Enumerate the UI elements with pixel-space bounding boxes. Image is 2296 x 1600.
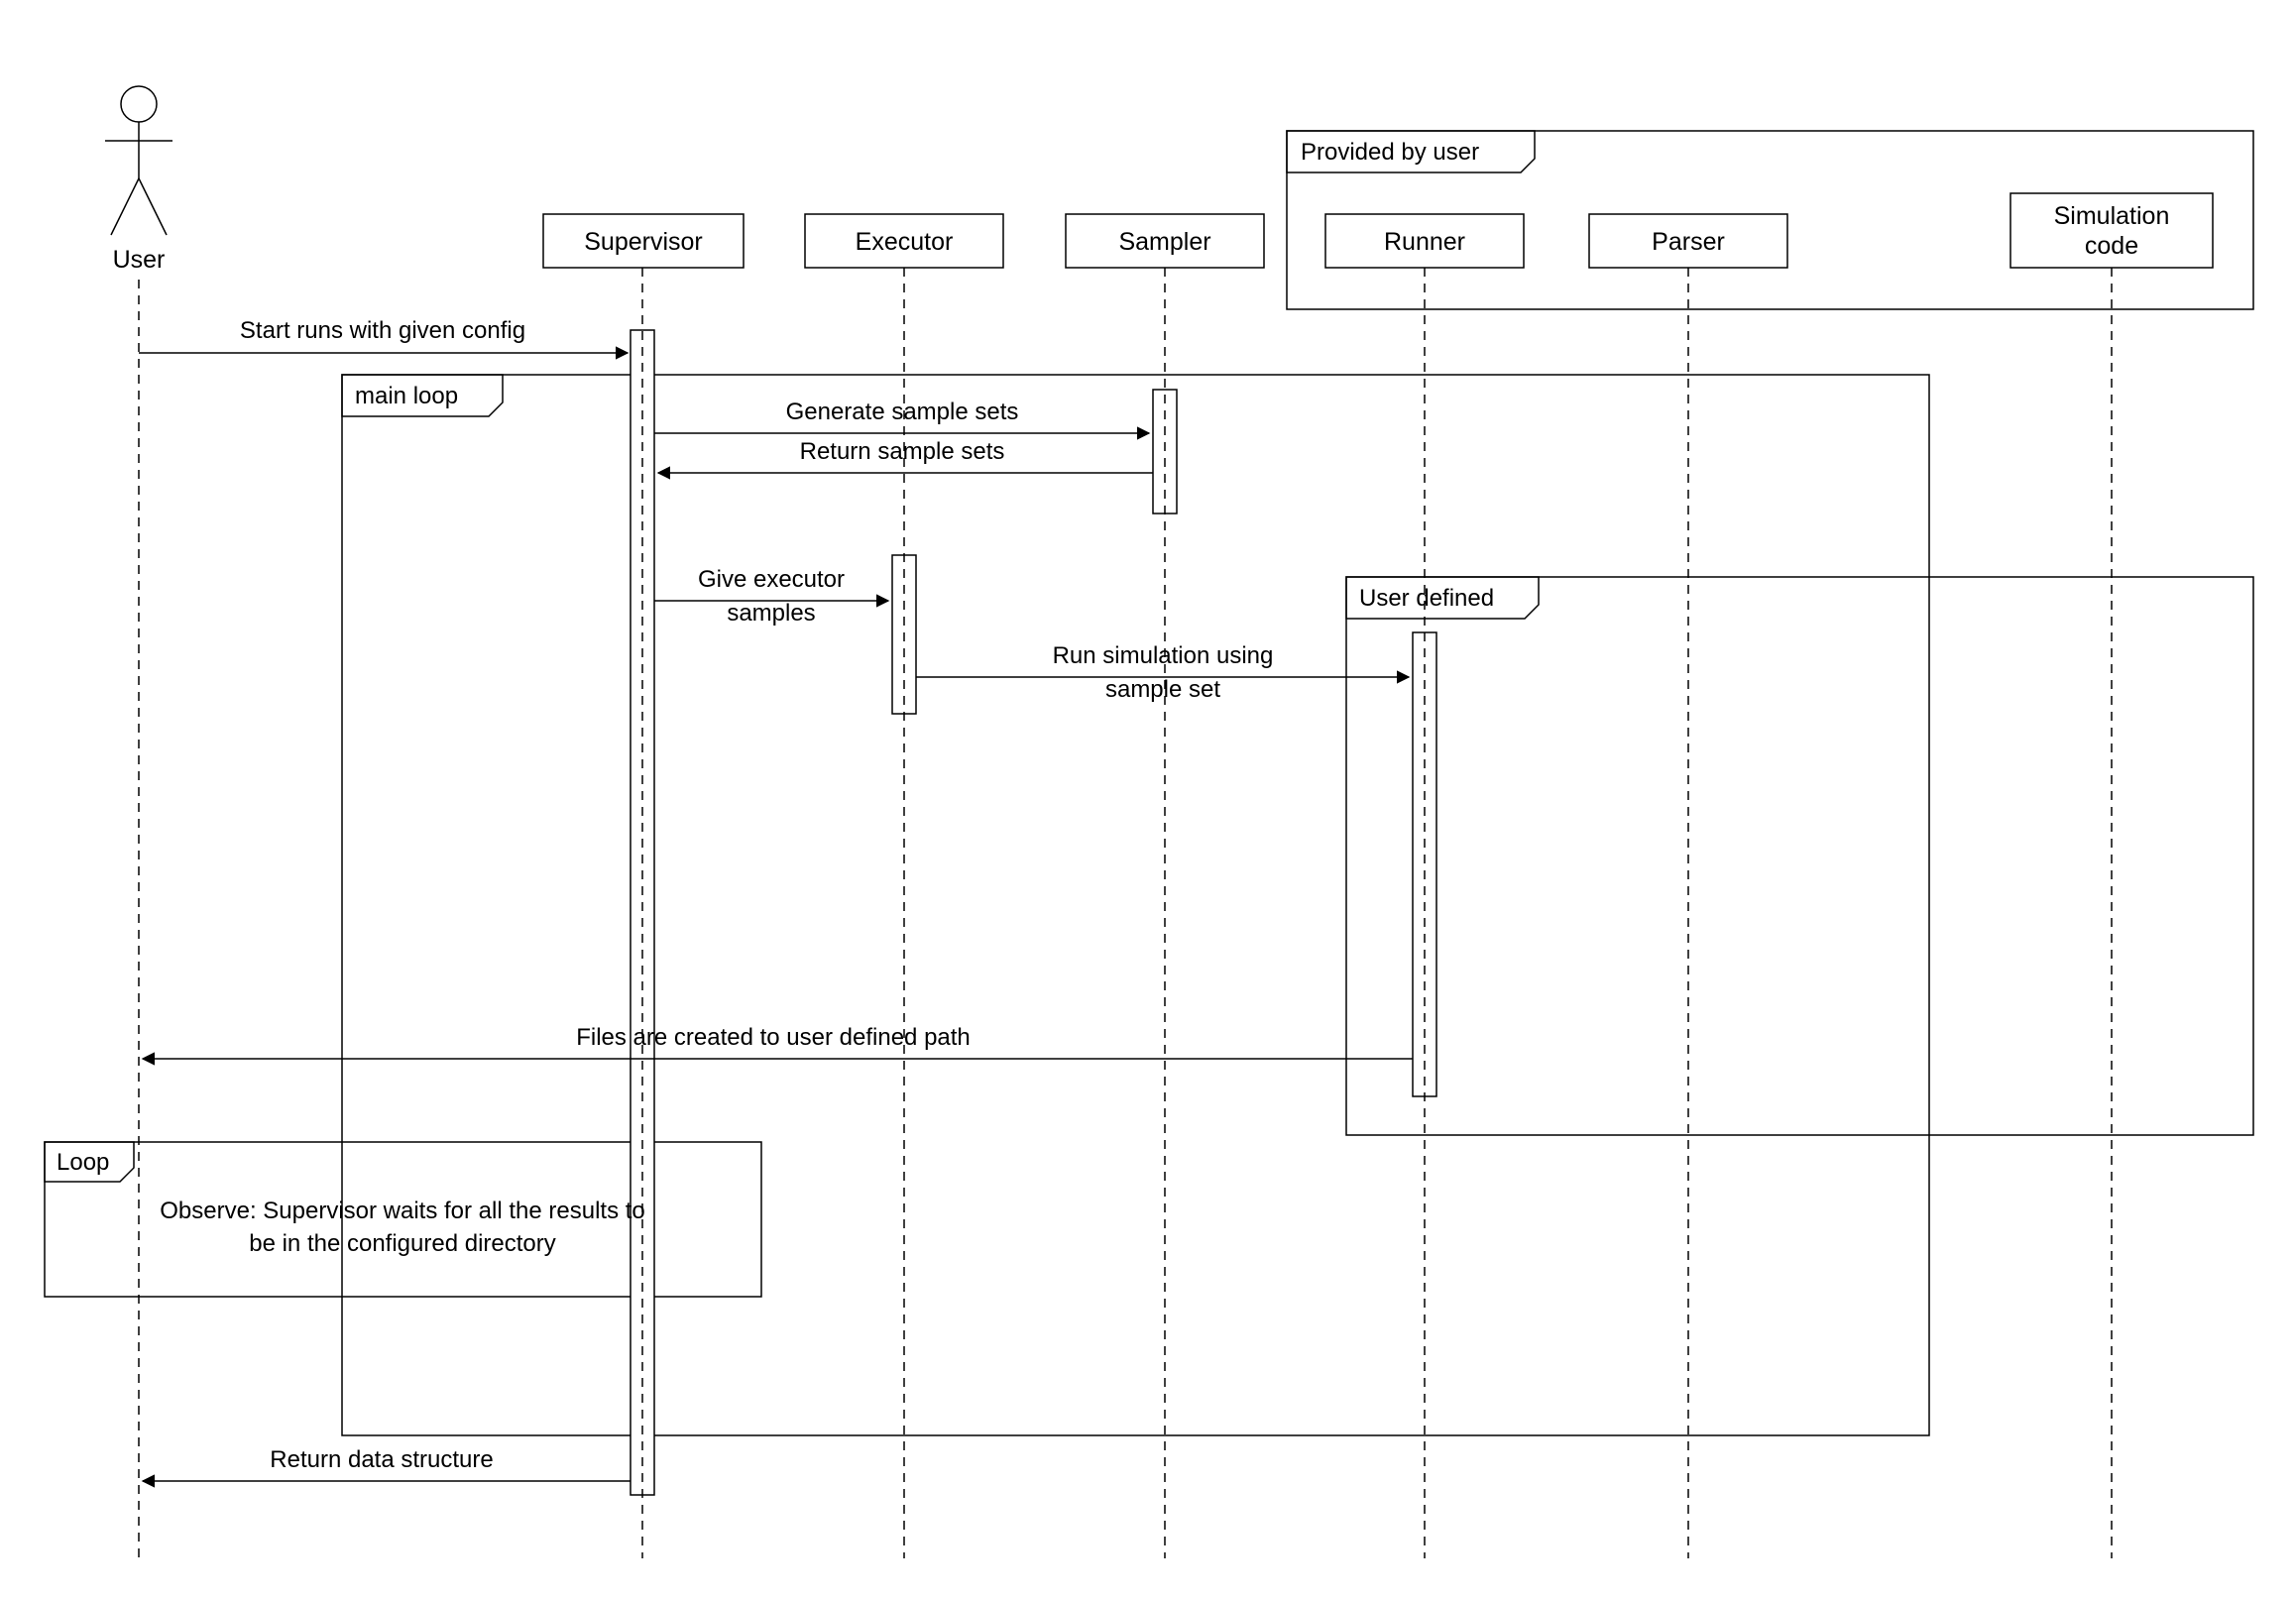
parser-box bbox=[1588, 213, 1788, 269]
loop-note-line1: Observe: Supervisor waits for all the re… bbox=[160, 1198, 645, 1224]
loop-frame-tab bbox=[44, 1141, 135, 1183]
runner-box bbox=[1324, 213, 1525, 269]
supervisor-box bbox=[542, 213, 745, 269]
provided-by-user-frame-label: Provided by user bbox=[1301, 139, 1479, 166]
user-actor-right-leg bbox=[138, 177, 168, 236]
supervisor-label: Supervisor bbox=[584, 228, 703, 256]
participant-simulation-code: Simulation code bbox=[2009, 192, 2214, 269]
provided-by-user-frame bbox=[1286, 130, 2254, 310]
user-actor-left-leg bbox=[110, 177, 140, 236]
user-actor-label: User bbox=[113, 246, 166, 274]
participant-runner: Runner bbox=[1324, 213, 1525, 269]
message-start-runs-label: Start runs with given config bbox=[240, 317, 525, 344]
main-loop-frame-label: main loop bbox=[355, 383, 458, 409]
message-return-samples-label: Return sample sets bbox=[800, 438, 1005, 465]
loop-frame-label: Loop bbox=[57, 1149, 109, 1176]
runner-label: Runner bbox=[1384, 228, 1465, 256]
participant-sampler: Sampler bbox=[1065, 213, 1265, 269]
main-loop-frame-tab bbox=[341, 374, 504, 417]
message-generate-samples-label: Generate sample sets bbox=[786, 399, 1019, 425]
message-give-executor-label-line1: Give executor bbox=[698, 566, 845, 593]
user-defined-frame-label: User defined bbox=[1359, 585, 1494, 612]
user-defined-frame bbox=[1345, 576, 2254, 1136]
simulation-code-box bbox=[2009, 192, 2214, 269]
message-files-created-label: Files are created to user defined path bbox=[576, 1024, 971, 1051]
loop-note-line2: be in the configured directory bbox=[249, 1230, 556, 1257]
participant-parser: Parser bbox=[1588, 213, 1788, 269]
message-return-data-label: Return data structure bbox=[270, 1446, 493, 1473]
message-run-simulation-label-line1: Run simulation using bbox=[1053, 642, 1274, 669]
participant-executor: Executor bbox=[804, 213, 1004, 269]
message-give-executor-label-line2: samples bbox=[727, 600, 815, 627]
loop-frame bbox=[44, 1141, 762, 1298]
sampler-box bbox=[1065, 213, 1265, 269]
provided-by-user-frame-tab bbox=[1286, 130, 1536, 173]
participant-supervisor: Supervisor bbox=[542, 213, 745, 269]
user-actor: User bbox=[105, 85, 172, 274]
simulation-code-label-line1: Simulation bbox=[2054, 202, 2170, 230]
sampler-label: Sampler bbox=[1118, 228, 1210, 256]
user-actor-head bbox=[120, 85, 158, 123]
main-loop-frame bbox=[341, 374, 1930, 1436]
executor-label: Executor bbox=[856, 228, 954, 256]
parser-label: Parser bbox=[1652, 228, 1725, 256]
user-defined-frame-tab bbox=[1345, 576, 1540, 620]
message-run-simulation-label-line2: sample set bbox=[1105, 676, 1220, 703]
simulation-code-label-line2: code bbox=[2085, 232, 2138, 260]
executor-box bbox=[804, 213, 1004, 269]
